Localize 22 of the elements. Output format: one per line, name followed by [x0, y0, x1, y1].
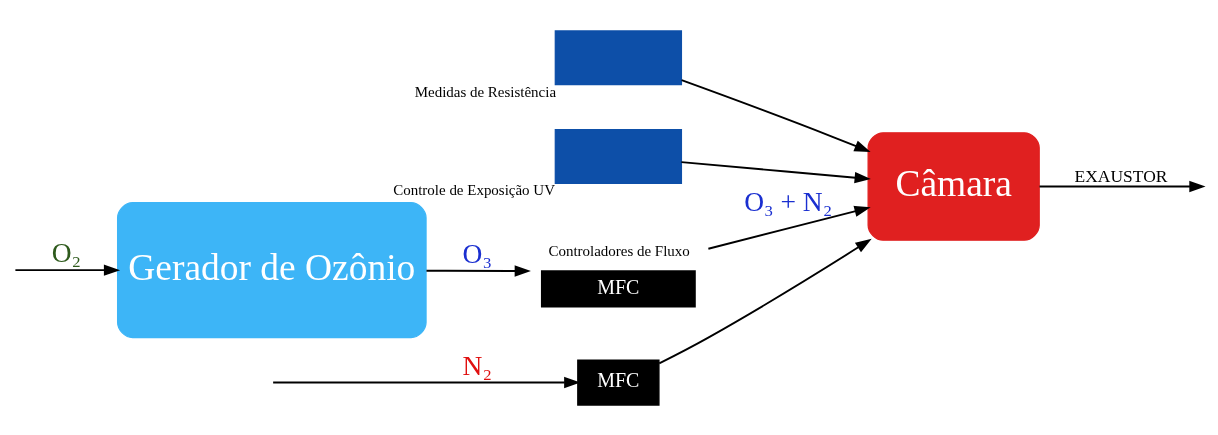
node-label: Controladores de Fluxo: [548, 242, 690, 259]
edge-label: EXAUSTOR: [1074, 165, 1168, 186]
edge-label: N₂: [462, 350, 492, 381]
arrow: [680, 160, 871, 183]
edge-label: O₂: [51, 237, 82, 268]
arrow: [680, 78, 871, 152]
arrow: [272, 376, 581, 388]
node-box: MFC: [577, 358, 660, 406]
node-box: [554, 29, 683, 85]
arrow: [658, 238, 872, 364]
edge-label: O₃: [462, 238, 492, 269]
arrow: [14, 263, 121, 276]
arrow: [707, 205, 871, 250]
arrow: [425, 264, 531, 277]
edge-label: O₃ + N₂: [744, 186, 833, 217]
node-label: Controle de Exposição UV: [393, 181, 555, 198]
node-box: [554, 128, 683, 184]
node-box: MFC: [540, 269, 696, 308]
arrow: [1038, 180, 1206, 192]
node-box: Gerador de Ozônio: [116, 201, 427, 338]
node-label: Medidas de Resistência: [414, 83, 557, 100]
node-box: Câmara: [867, 131, 1040, 241]
